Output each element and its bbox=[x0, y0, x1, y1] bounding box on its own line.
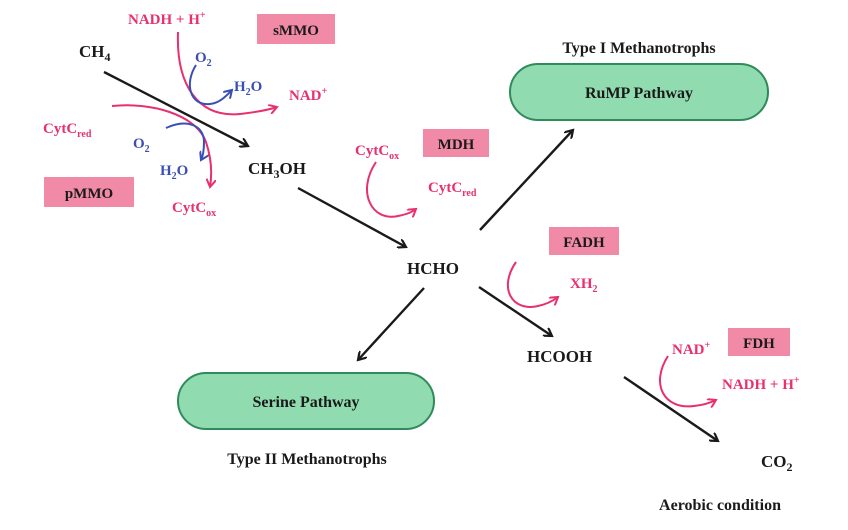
mdh-cytc-curve bbox=[366, 161, 416, 217]
ch3oh-label: CH3OH bbox=[248, 159, 306, 181]
fdh-nad-curve bbox=[659, 355, 716, 406]
nadh-to-nad-curve bbox=[176, 31, 277, 116]
cytc-red-left-label: CytCred bbox=[43, 121, 92, 140]
fadh-xh2-curve bbox=[506, 261, 558, 308]
co2-label: CO2 bbox=[761, 452, 793, 474]
arrow-ch3oh-to-hcho bbox=[297, 186, 406, 247]
cytc-red-mdh-label: CytCred bbox=[428, 180, 477, 199]
rump-pathway-box bbox=[509, 63, 769, 121]
serine-pathway-label: Serine Pathway bbox=[252, 394, 359, 411]
fdh-box bbox=[728, 328, 790, 356]
arrow-hcho-to-serine bbox=[358, 287, 425, 360]
smmo-label: sMMO bbox=[273, 23, 319, 39]
cytc-ox-mdh-label: CytCox bbox=[355, 143, 399, 162]
mdh-box bbox=[423, 129, 489, 157]
ch4-label: CH4 bbox=[79, 42, 111, 64]
nad-plus-fdh-label: NAD+ bbox=[672, 340, 711, 358]
fadh-label: FADH bbox=[563, 235, 605, 251]
pmmo-label: pMMO bbox=[65, 186, 113, 202]
pmmo-box bbox=[44, 177, 134, 207]
fdh-label: FDH bbox=[743, 336, 775, 352]
arrow-hcho-to-rump bbox=[479, 130, 573, 231]
arrow-hcho-to-hcooh bbox=[478, 286, 552, 336]
serine-pathway-box bbox=[177, 372, 435, 430]
rump-pathway-label: RuMP Pathway bbox=[585, 85, 693, 102]
o2-to-h2o-left-curve bbox=[165, 122, 204, 160]
arrow-hcooh-to-co2 bbox=[623, 376, 718, 441]
h2o-top-label: H2O bbox=[234, 79, 262, 98]
nad-plus-top-label: NAD+ bbox=[289, 86, 328, 104]
o2-top-label: O2 bbox=[195, 50, 212, 69]
xh2-label: XH2 bbox=[570, 276, 598, 295]
hcho-label: HCHO bbox=[407, 259, 459, 278]
smmo-box bbox=[257, 14, 335, 44]
fadh-box bbox=[549, 227, 619, 255]
aerobic-condition-label: Aerobic condition bbox=[659, 497, 781, 514]
type-i-caption: Type I Methanotrophs bbox=[562, 40, 715, 57]
mdh-label: MDH bbox=[438, 137, 475, 153]
o2-left-label: O2 bbox=[133, 136, 150, 155]
nadh-h-top-label: NADH + H+ bbox=[128, 10, 206, 28]
o2-to-h2o-top-curve bbox=[188, 64, 232, 106]
type-ii-caption: Type II Methanotrophs bbox=[227, 451, 386, 468]
h2o-left-label: H2O bbox=[160, 163, 188, 182]
cytc-ox-left-label: CytCox bbox=[172, 200, 216, 219]
arrow-ch4-to-ch3oh bbox=[103, 70, 248, 146]
nadh-h-fdh-label: NADH + H+ bbox=[722, 375, 800, 393]
hcooh-label: HCOOH bbox=[527, 347, 592, 366]
